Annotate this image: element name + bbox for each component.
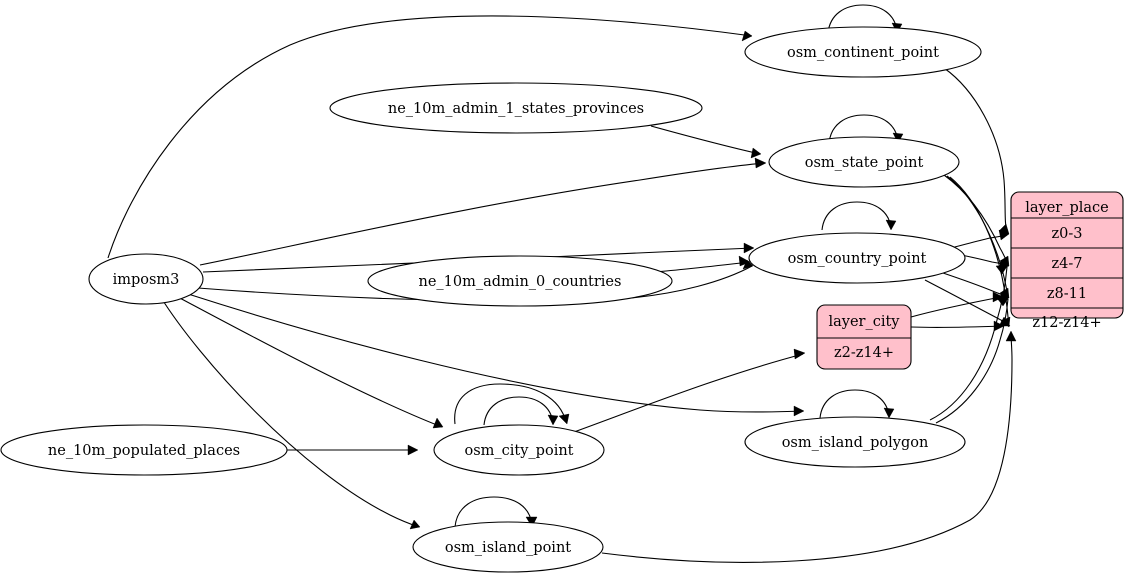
node-layer: imposm3 ne_10m_admin_1_states_provinces … — [0, 26, 1124, 573]
node-island-point-label: osm_island_point — [445, 540, 571, 556]
node-country-label: osm_country_point — [788, 251, 927, 267]
edge-self-loop-city-inner — [483, 396, 559, 426]
node-ne-admin0-label: ne_10m_admin_0_countries — [419, 274, 622, 290]
edge-imposm3-to-continent — [107, 15, 753, 259]
layer-place-title: layer_place — [1025, 200, 1109, 216]
node-ne-10m-admin-0-countries[interactable]: ne_10m_admin_0_countries — [367, 255, 673, 307]
node-osm-country-point[interactable]: osm_country_point — [748, 232, 966, 284]
edge-ne-populated-to-city — [287, 444, 419, 456]
node-osm-island-point[interactable]: osm_island_point — [412, 521, 604, 573]
edge-city-incoming-outer — [454, 383, 570, 425]
layer-place-row-z0-3[interactable]: z0-3 — [1052, 226, 1083, 242]
node-layer-city[interactable]: layer_city z2-z14+ — [816, 304, 912, 370]
node-layer-place[interactable]: layer_place z0-3 z4-7 z8-11 z12-z14+ — [1010, 191, 1124, 331]
node-city-label: osm_city_point — [464, 443, 573, 459]
edge-imposm3-to-city — [175, 295, 444, 429]
edge-imposm3-to-state — [199, 157, 767, 266]
edge-country-to-layer-place-z0-3 — [950, 229, 1010, 249]
edge-self-loop-country — [821, 201, 897, 231]
edge-self-loop-island-polygon — [819, 389, 895, 419]
layer-place-row-z8-11[interactable]: z8-11 — [1047, 286, 1087, 302]
edge-island-polygon-to-layer-place-z4-7 — [929, 264, 1009, 421]
edge-state-to-layer-place-z8-11 — [946, 175, 1010, 299]
node-imposm3-label: imposm3 — [113, 272, 180, 288]
layer-city-row-z2-z14[interactable]: z2-z14+ — [834, 345, 894, 361]
node-osm-state-point[interactable]: osm_state_point — [768, 136, 960, 188]
node-osm-island-polygon[interactable]: osm_island_polygon — [744, 416, 966, 468]
node-ne-populated-label: ne_10m_populated_places — [48, 443, 240, 459]
node-osm-continent-point[interactable]: osm_continent_point — [744, 26, 982, 78]
node-island-polygon-label: osm_island_polygon — [782, 435, 929, 451]
node-imposm3[interactable]: imposm3 — [88, 253, 204, 305]
edge-city-to-layer-city — [573, 348, 806, 433]
edge-layer-city-to-layer-place-z12 — [910, 320, 1005, 332]
node-state-label: osm_state_point — [805, 155, 924, 171]
edge-imposm3-to-island-polygon — [184, 292, 805, 417]
layer-city-title: layer_city — [828, 314, 900, 330]
edge-imposm3-to-island-point — [159, 295, 421, 530]
edge-island-point-to-layer-place-z12 — [601, 330, 1017, 563]
edge-ne-admin0-to-country — [653, 255, 751, 273]
node-continent-label: osm_continent_point — [787, 45, 939, 61]
edge-island-polygon-to-layer-place-z8-11 — [935, 296, 1010, 424]
node-ne-admin1-label: ne_10m_admin_1_states_provinces — [388, 101, 644, 117]
edge-ne-admin1-to-state — [650, 125, 762, 159]
node-ne-10m-populated-places[interactable]: ne_10m_populated_places — [0, 424, 288, 476]
node-ne-10m-admin-1-states-provinces[interactable]: ne_10m_admin_1_states_provinces — [329, 82, 703, 134]
node-osm-city-point[interactable]: osm_city_point — [433, 424, 605, 476]
layer-place-row-z4-7[interactable]: z4-7 — [1052, 256, 1083, 272]
edge-layer — [107, 4, 1017, 563]
layer-place-row-z12-z14[interactable]: z12-z14+ — [1032, 315, 1101, 331]
edge-self-loop-island-point — [454, 496, 538, 528]
